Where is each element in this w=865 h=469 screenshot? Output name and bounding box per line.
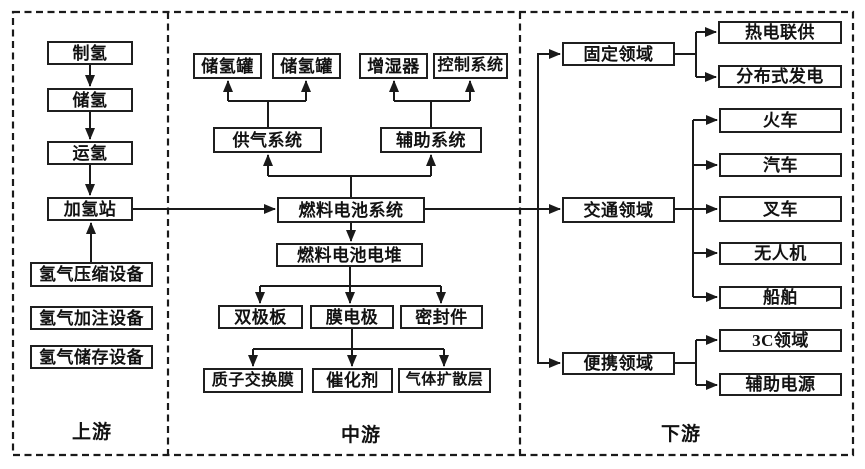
node-chp: 热电联供: [718, 21, 842, 44]
node-ship: 船舶: [719, 286, 842, 309]
node-auxiliary-system: 辅助系统: [380, 127, 482, 153]
node-portable-field: 便携领域: [562, 352, 675, 375]
node-car: 汽车: [719, 153, 842, 177]
node-train: 火车: [719, 108, 842, 133]
node-drone: 无人机: [719, 242, 842, 265]
section-label-downstream: 下游: [661, 424, 702, 445]
node-membrane-electrode: 膜电极: [310, 305, 394, 329]
node-compression-equipment: 氢气压缩设备: [30, 262, 153, 287]
node-auxiliary-power: 辅助电源: [719, 373, 842, 396]
node-storage-equipment: 氢气储存设备: [30, 345, 153, 369]
node-hydrogen-tank-2: 储氢罐: [272, 53, 341, 79]
node-gas-supply-system: 供气系统: [213, 127, 322, 153]
node-hydrogen-tank-1: 储氢罐: [193, 53, 262, 79]
node-gas-diffusion-layer: 气体扩散层: [398, 368, 491, 393]
node-control-system: 控制系统: [433, 53, 508, 79]
node-refueling-station: 加氢站: [47, 197, 133, 221]
node-humidifier: 增湿器: [359, 53, 428, 79]
node-proton-exchange-membrane: 质子交换膜: [203, 368, 303, 393]
section-label-midstream: 中游: [341, 425, 382, 446]
node-catalyst: 催化剂: [312, 368, 393, 393]
node-stationary-field: 固定领域: [562, 42, 675, 66]
node-transport-field: 交通领域: [562, 197, 675, 223]
node-filling-equipment: 氢气加注设备: [30, 306, 153, 330]
node-fuel-cell-system: 燃料电池系统: [277, 197, 425, 223]
node-bipolar-plate: 双极板: [218, 305, 303, 329]
node-3c-field: 3C领域: [719, 329, 842, 352]
node-forklift: 叉车: [719, 196, 842, 222]
outer-dashed-border: [11, 10, 855, 457]
node-seals: 密封件: [400, 305, 483, 329]
node-hydrogen-storage: 储氢: [47, 88, 133, 112]
node-distributed-generation: 分布式发电: [718, 65, 842, 88]
node-fuel-cell-stack: 燃料电池电堆: [276, 243, 423, 267]
node-hydrogen-production: 制氢: [47, 41, 133, 65]
section-label-upstream: 上游: [72, 422, 113, 443]
node-hydrogen-transport: 运氢: [47, 141, 133, 165]
